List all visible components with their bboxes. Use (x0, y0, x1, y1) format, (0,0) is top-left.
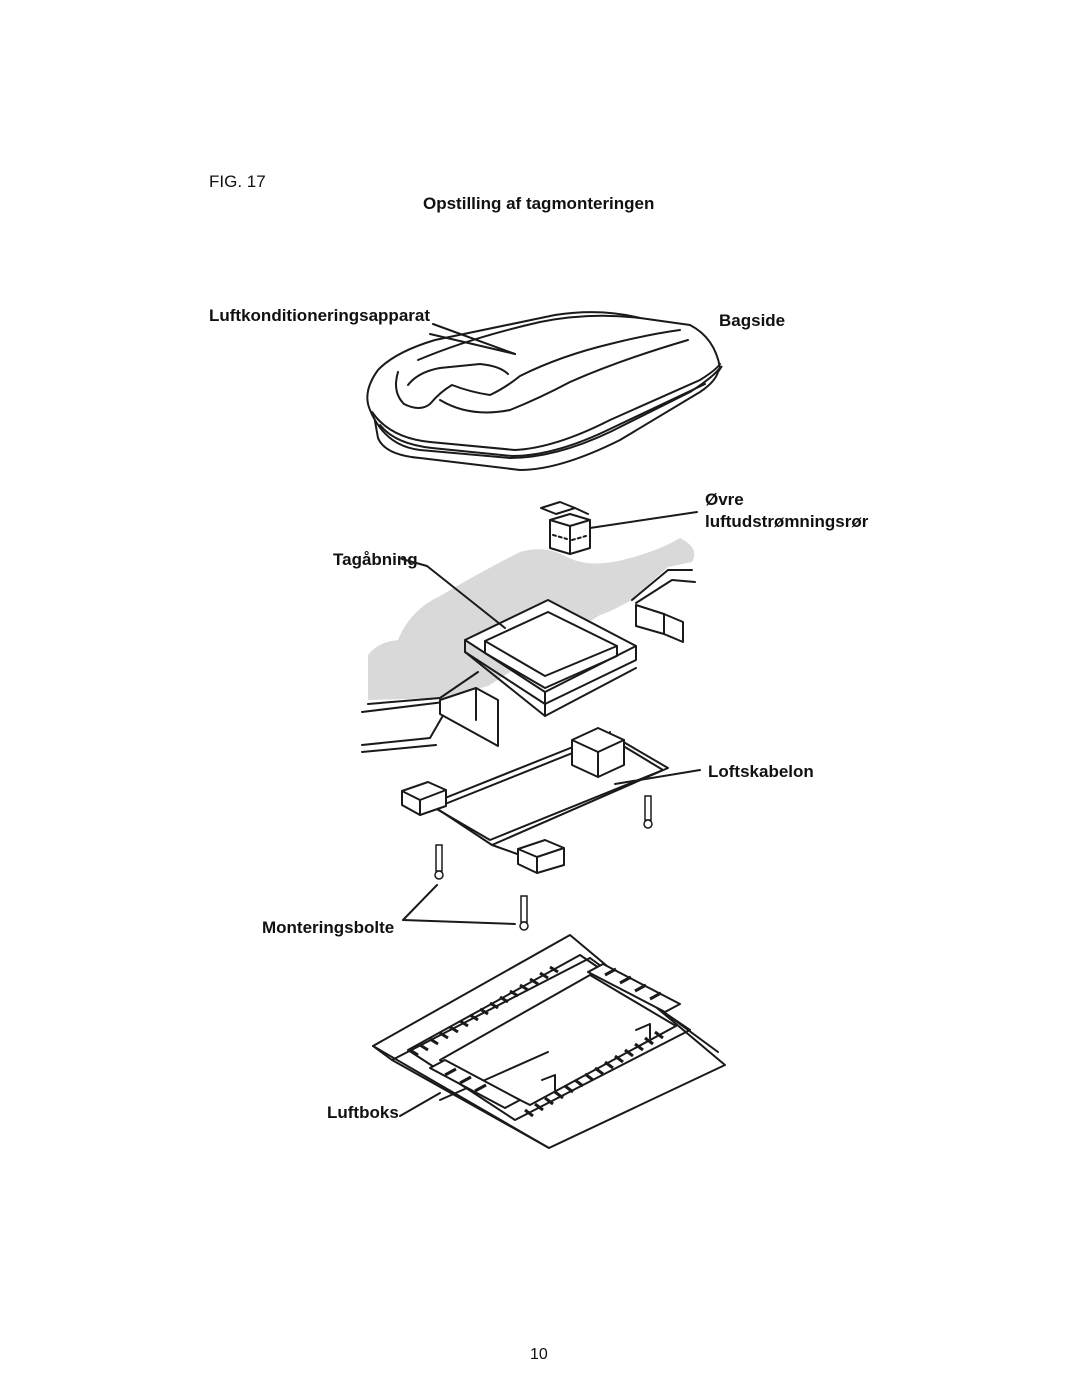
roof-section (361, 538, 696, 753)
upper-air-duct (540, 501, 698, 555)
label-mounting-bolts: Monteringsbolte (262, 918, 395, 937)
label-air-conditioner: Luftkonditioneringsapparat (209, 306, 430, 325)
air-box-grille-right (524, 1030, 664, 1118)
leader-air-conditioner (432, 323, 516, 355)
label-roof-opening: Tagåbning (333, 550, 418, 569)
ceiling-template (401, 727, 701, 874)
bolt-3 (519, 895, 529, 931)
air-box-grille-left (409, 965, 559, 1057)
label-air-box: Luftboks (327, 1103, 399, 1122)
label-upper-duct-line1: Øvre (705, 490, 744, 509)
air-box-vent-blocks (429, 963, 681, 1109)
page-number: 10 (530, 1346, 548, 1363)
figure-number: FIG. 17 (209, 172, 266, 191)
mounting-bolts (402, 795, 653, 931)
bolt-1 (434, 844, 444, 880)
label-rear: Bagside (719, 311, 786, 330)
label-ceiling-template: Loftskabelon (708, 762, 814, 781)
leader-roof-opening (401, 558, 506, 629)
air-box (372, 934, 726, 1149)
bolt-2 (643, 795, 653, 829)
air-conditioner-unit (366, 311, 723, 471)
figure-title: Opstilling af tagmonteringen (423, 194, 655, 213)
label-upper-duct-line2: luftudstrømningsrør (705, 512, 869, 531)
